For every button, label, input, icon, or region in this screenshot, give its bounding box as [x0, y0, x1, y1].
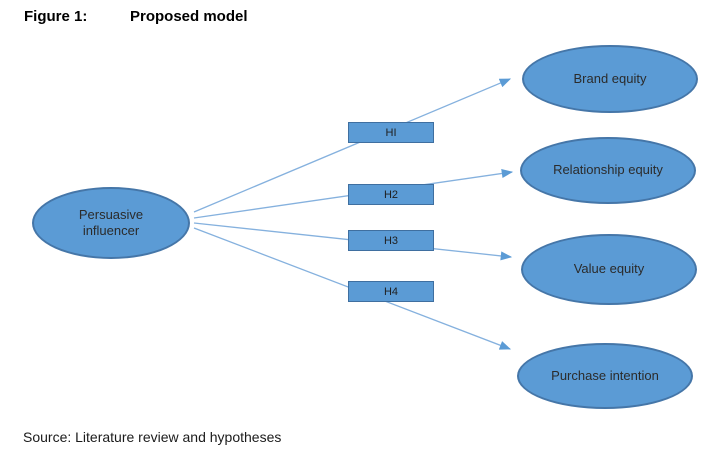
hypothesis-box-h4: H4 — [348, 281, 434, 302]
node-purchase-intention: Purchase intention — [517, 343, 693, 409]
hypothesis-box-h3: H3 — [348, 230, 434, 251]
node-persuasive-influencer-label: Persuasive influencer — [78, 206, 144, 238]
node-purchase-intention-label: Purchase intention — [551, 367, 659, 383]
hypothesis-h2-label: H2 — [383, 188, 399, 201]
source-note: Source: Literature review and hypotheses — [23, 429, 282, 445]
hypothesis-box-h1: HI — [348, 122, 434, 143]
figure-title-text: Proposed model — [130, 8, 248, 25]
figure-number-label: Figure 1: — [24, 8, 88, 25]
node-brand-equity-label: Brand equity — [573, 70, 647, 86]
hypothesis-box-h2: H2 — [348, 184, 434, 205]
node-relationship-equity: Relationship equity — [520, 137, 696, 204]
figure-title: Figure 1: Proposed model — [24, 8, 248, 25]
node-relationship-equity-label: Relationship equity — [553, 162, 663, 178]
arrow-h1 — [193, 78, 512, 213]
hypothesis-h3-label: H3 — [383, 234, 399, 247]
node-brand-equity: Brand equity — [522, 45, 698, 113]
hypothesis-h1-label: HI — [385, 126, 397, 139]
node-value-equity: Value equity — [521, 234, 697, 305]
node-persuasive-influencer: Persuasive influencer — [32, 187, 190, 259]
hypothesis-h4-label: H4 — [383, 285, 399, 298]
node-value-equity-label: Value equity — [573, 261, 645, 277]
